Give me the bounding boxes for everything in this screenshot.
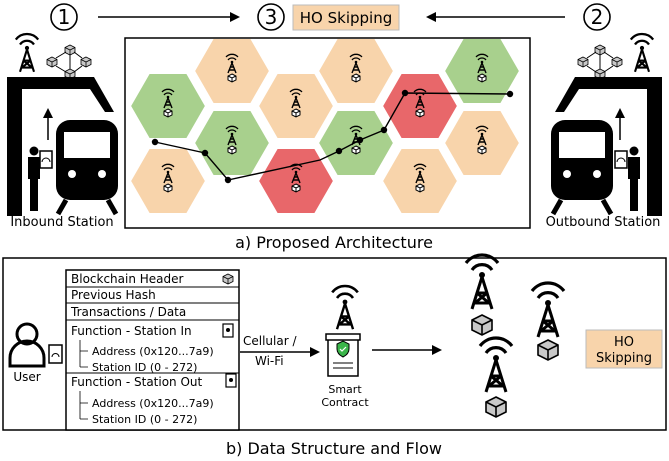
hex-cell-orange: [256, 72, 336, 140]
ho-skipping-badge-bottom: HO Skipping: [585, 329, 663, 369]
hex-cell-orange: [128, 147, 208, 215]
caption-data-structure-flow: b) Data Structure and Flow: [226, 439, 442, 458]
hex-cell-orange: [380, 147, 460, 215]
outbound-tower-icon: [629, 32, 655, 73]
hex-cell-green: [128, 72, 208, 140]
previous-hash-label: Previous Hash: [71, 288, 156, 302]
hex-cell-green: [192, 109, 272, 177]
inbound-person-icon: [28, 146, 53, 211]
blockchain-data-structure: Blockchain Header Previous Hash Transact…: [65, 269, 240, 431]
block-header-cube-icon: [222, 273, 234, 285]
svg-text:Skipping: Skipping: [596, 351, 652, 366]
hex-cell-red: [380, 72, 460, 140]
inbound-station: Inbound Station: [7, 32, 119, 230]
svg-text:1: 1: [58, 5, 71, 29]
smart-contract-label-2: Contract: [321, 396, 369, 409]
station-in-id: Station ID (0 - 272): [92, 361, 197, 374]
svg-text:HO Skipping: HO Skipping: [300, 9, 392, 27]
step-2-marker: 2: [583, 3, 611, 31]
hex-cell-red: [256, 147, 336, 215]
station-in-address: Address (0x120...7a9): [92, 345, 214, 358]
station-out-id: Station ID (0 - 272): [92, 413, 197, 426]
inbound-tower-icon: [14, 32, 40, 73]
hex-cell-orange: [316, 39, 396, 105]
station-out-phone-icon: [225, 373, 237, 388]
outbound-train-icon: [550, 120, 614, 216]
svg-text:HO: HO: [614, 335, 634, 350]
outbound-blockchain-network-icon: [577, 44, 623, 80]
station-in-phone-icon: [222, 323, 234, 338]
function-station-out-label: Function - Station Out: [71, 375, 203, 389]
inbound-station-label: Inbound Station: [10, 215, 113, 230]
block-header-label: Blockchain Header: [71, 272, 184, 286]
tower-right-cube-icon: [537, 339, 559, 361]
outbound-person-icon: [614, 146, 640, 211]
outbound-roof: [555, 77, 662, 216]
user-icon: [8, 322, 63, 368]
outbound-station-label: Outbound Station: [546, 215, 661, 230]
function-station-in-label: Function - Station In: [71, 324, 192, 338]
step-1-marker: 1: [50, 3, 78, 31]
inbound-train-icon: [55, 120, 119, 216]
step-3-marker: 3: [257, 3, 285, 31]
caption-proposed-architecture: a) Proposed Architecture: [235, 233, 433, 252]
station-in-tree-lines: [79, 340, 88, 368]
ho-skipping-badge-top: HO Skipping: [292, 4, 400, 31]
link-label-wifi: Wi-Fi: [255, 354, 284, 368]
hex-cell-orange: [442, 109, 522, 177]
link-label-cellular: Cellular /: [243, 334, 297, 348]
inbound-blockchain-network-icon: [46, 44, 92, 80]
smart-contract-label-1: Smart: [328, 383, 362, 396]
user-label: User: [13, 370, 40, 384]
station-out-tree-lines: [79, 391, 88, 420]
station-out-address: Address (0x120...7a9): [92, 397, 214, 410]
inbound-roof: [7, 77, 114, 216]
hex-cell-green: [316, 109, 396, 177]
tower-top-cube-icon: [471, 314, 493, 336]
hex-grid: [128, 39, 522, 215]
svg-text:2: 2: [591, 5, 604, 29]
train-route-path: [151, 89, 514, 184]
hex-cell-green: [442, 39, 522, 105]
tower-bottom-cube-icon: [485, 396, 507, 418]
transactions-label: Transactions / Data: [70, 305, 186, 319]
smart-contract-icon: [325, 284, 361, 377]
hex-cell-orange: [192, 39, 272, 105]
outbound-station: Outbound Station: [546, 32, 662, 230]
svg-text:3: 3: [265, 5, 278, 29]
